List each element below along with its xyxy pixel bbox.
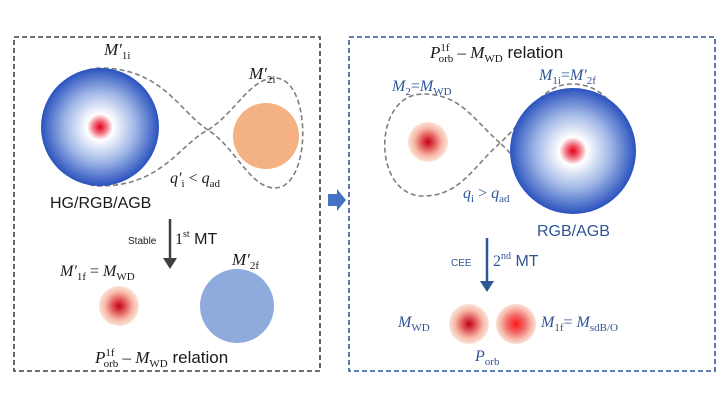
label-m1f-eq-msdb: M1f= MsdB/O (540, 314, 618, 334)
white-dwarf-accretor (408, 122, 448, 162)
label-cee: CEE (451, 258, 472, 269)
right-panel-frame (348, 36, 716, 372)
label-m2f: M′2f (231, 250, 259, 272)
sdb-star-final (496, 304, 536, 344)
label-stage-left: HG/RGB/AGB (50, 195, 151, 212)
label-stable: Stable (128, 236, 157, 247)
giant-donor-star-initial (41, 68, 159, 186)
label-second-mt: 2nd MT (493, 251, 539, 270)
label-m1f-eq-mwd: M′1f = MWD (59, 263, 135, 283)
giant-donor-star-second (510, 88, 636, 214)
label-m1i-eq-m2f: M1i=M′2f (538, 67, 596, 87)
label-mwd-final: MWD (397, 314, 430, 334)
label-m2i: M′2i (248, 64, 275, 86)
label-first-mt: 1st MT (175, 229, 217, 248)
label-q-relation-right: qi > qad (463, 185, 510, 205)
panel-transition-arrow (328, 189, 346, 211)
label-q-relation-left: q′i < qad (170, 170, 220, 190)
left-panel-frame (13, 36, 321, 372)
mt-arrow-2-head (480, 281, 494, 292)
label-stage-right: RGB/AGB (537, 223, 610, 240)
white-dwarf-final (449, 304, 489, 344)
label-m2-eq-mwd: M2=MWD (391, 78, 452, 98)
companion-star-initial (233, 103, 299, 169)
companion-star-final (200, 269, 274, 343)
white-dwarf-left (99, 286, 139, 326)
roche-lobe-right (384, 83, 624, 205)
label-m1i: M′1i (103, 40, 130, 62)
mt-arrow-1-head (163, 258, 177, 269)
label-porb: Porb (474, 348, 500, 368)
